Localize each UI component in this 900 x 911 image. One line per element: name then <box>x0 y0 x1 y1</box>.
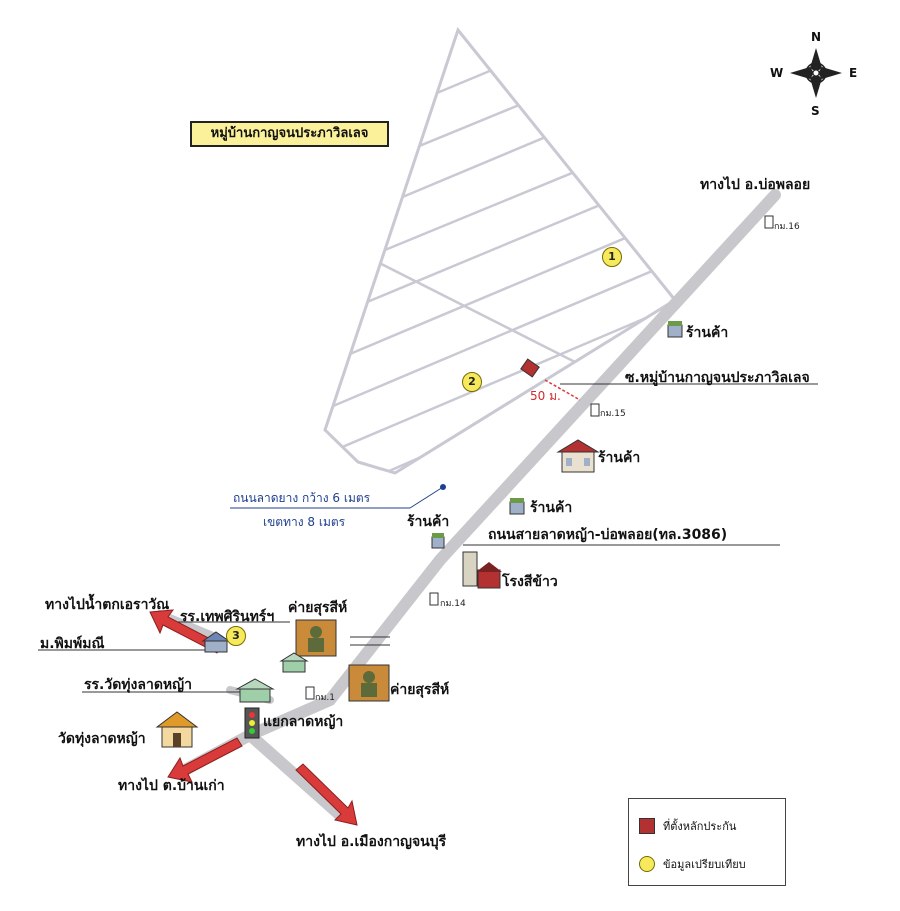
label-school-thep: รร.เทพศิรินทร์ฯ <box>180 609 275 625</box>
compare-point-3: 3 <box>226 626 246 646</box>
label-to-bo-phloi: ทางไป อ.บ่อพลอย <box>700 177 811 193</box>
arrow-to-mueang <box>295 763 358 826</box>
camp-icon <box>348 664 390 702</box>
label-road-width: ถนนลาดยาง กว้าง 6 เมตร <box>233 491 371 505</box>
compare-point-2: 2 <box>462 372 482 392</box>
legend-row-marker: ที่ตั้งหลักประกัน <box>639 817 736 835</box>
label-camp-1: ค่ายสุรสีห์ <box>288 600 348 616</box>
label-road-reserve: เขตทาง 8 เมตร <box>263 515 346 529</box>
shop-icon <box>431 533 445 549</box>
compass-east: E <box>849 66 858 80</box>
road-width-dot <box>440 484 446 490</box>
legend-row-compare: ข้อมูลเปรียบเทียบ <box>639 855 746 873</box>
legend-compare-label: ข้อมูลเปรียบเทียบ <box>663 858 746 871</box>
km-marker-icon <box>764 215 774 229</box>
km-14-label: กม.14 <box>440 599 466 609</box>
label-camp-2: ค่ายสุรสีห์ <box>390 682 450 698</box>
temple-icon <box>155 711 199 748</box>
shop-icon <box>667 321 683 338</box>
legend-marker-label: ที่ตั้งหลักประกัน <box>663 820 737 833</box>
compass-west: W <box>770 66 784 80</box>
direction-arrows <box>149 609 358 826</box>
compass-rose-icon <box>790 48 842 98</box>
map-title: หมู่บ้านกาญจนประภาวิลเลจ <box>190 121 389 147</box>
label-shop-2: ร้านค้า <box>598 450 641 466</box>
distance-arrow <box>544 379 581 401</box>
label-school-wat: รร.วัดทุ่งลาดหญ้า <box>84 677 192 693</box>
shop-icon <box>556 439 600 473</box>
compare-point-1: 1 <box>602 247 622 267</box>
legend-compare-swatch <box>639 856 655 872</box>
label-to-waterfall: ทางไปน้ำตกเอราวัณ <box>45 597 170 613</box>
label-to-ban-kao: ทางไป ต.บ้านเก่า <box>118 778 225 794</box>
label-to-mueang: ทางไป อ.เมืองกาญจนบุรี <box>296 834 447 850</box>
road-width-pointer <box>409 486 444 509</box>
label-shop-3: ร้านค้า <box>530 500 573 516</box>
traffic-light-icon <box>244 707 260 739</box>
label-junction: แยกลาดหญ้า <box>263 714 344 730</box>
camp-icon <box>295 619 337 657</box>
label-shop-4: ร้านค้า <box>407 514 450 530</box>
km-marker-icon <box>429 592 439 606</box>
arrow-to-ban-kao <box>167 737 243 783</box>
map-legend: ที่ตั้งหลักประกัน ข้อมูลเปรียบเทียบ <box>628 798 786 886</box>
km-marker-icon <box>305 686 315 700</box>
shop-icon <box>509 498 525 515</box>
legend-marker-swatch <box>639 818 655 834</box>
rice-mill-icon <box>462 551 502 589</box>
village-icon <box>201 631 231 653</box>
village-plot <box>323 26 678 475</box>
compass-north: N <box>811 30 822 44</box>
label-rice-mill: โรงสีข้าว <box>502 574 558 590</box>
label-village-phim: ม.พิมพ์มณี <box>40 636 105 652</box>
label-shop-1: ร้านค้า <box>686 325 729 341</box>
km-marker-icon <box>590 403 600 417</box>
compass-south: S <box>811 104 820 118</box>
label-soi-village: ซ.หมู่บ้านกาญจนประภาวิลเลจ <box>625 370 810 386</box>
km-15-label: กม.15 <box>600 409 626 419</box>
school-icon <box>279 652 309 673</box>
school-icon <box>235 678 275 703</box>
km-16-label: กม.16 <box>774 222 800 232</box>
label-distance: 50 ม. <box>530 389 561 403</box>
label-temple: วัดทุ่งลาดหญ้า <box>58 731 146 747</box>
km-1-label: กม.1 <box>315 693 335 703</box>
collateral-marker <box>520 358 540 378</box>
label-main-road: ถนนสายลาดหญ้า-บ่อพลอย(ทล.3086) <box>488 527 728 543</box>
